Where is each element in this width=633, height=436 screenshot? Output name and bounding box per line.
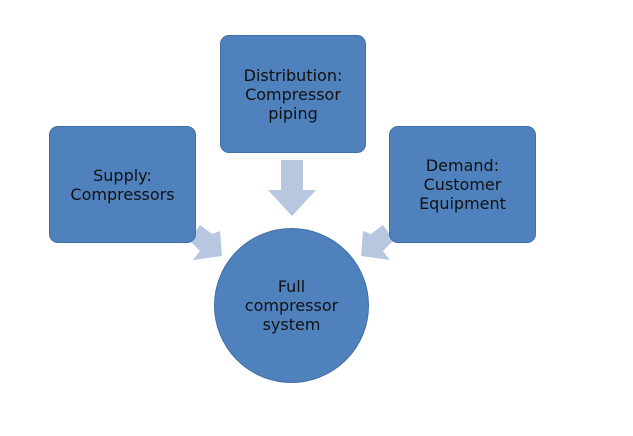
demand-node: Demand: Customer Equipment xyxy=(389,126,536,243)
full-system-label-line-2: compressor xyxy=(244,296,339,315)
arrow-supply-to-system xyxy=(189,225,222,260)
distribution-node: Distribution: Compressor piping xyxy=(220,35,366,153)
full-system-label-line-3: system xyxy=(262,315,321,334)
arrow-demand-to-system xyxy=(361,225,394,260)
supply-label-line-1: Supply: xyxy=(93,165,152,185)
demand-label-line-2: Customer xyxy=(423,175,502,194)
supply-node: Supply: Compressors xyxy=(49,126,196,243)
distribution-label-line-1: Distribution: xyxy=(243,65,343,85)
full-system-label-line-1: Full xyxy=(277,277,306,296)
full-system-label: Full compressor system xyxy=(245,277,338,334)
arrow-distribution-to-system xyxy=(268,160,316,216)
demand-label-line-3: Equipment xyxy=(419,194,506,213)
full-system-node: Full compressor system xyxy=(214,228,369,383)
demand-label: Demand: Customer Equipment xyxy=(419,156,506,213)
distribution-label: Distribution: Compressor piping xyxy=(244,66,343,123)
supply-label-line-2: Compressors xyxy=(70,184,175,204)
distribution-label-line-2: Compressor xyxy=(245,84,341,104)
supply-label: Supply: Compressors xyxy=(70,166,174,204)
demand-label-line-1: Demand: xyxy=(425,156,500,175)
distribution-label-line-3: piping xyxy=(268,103,318,123)
